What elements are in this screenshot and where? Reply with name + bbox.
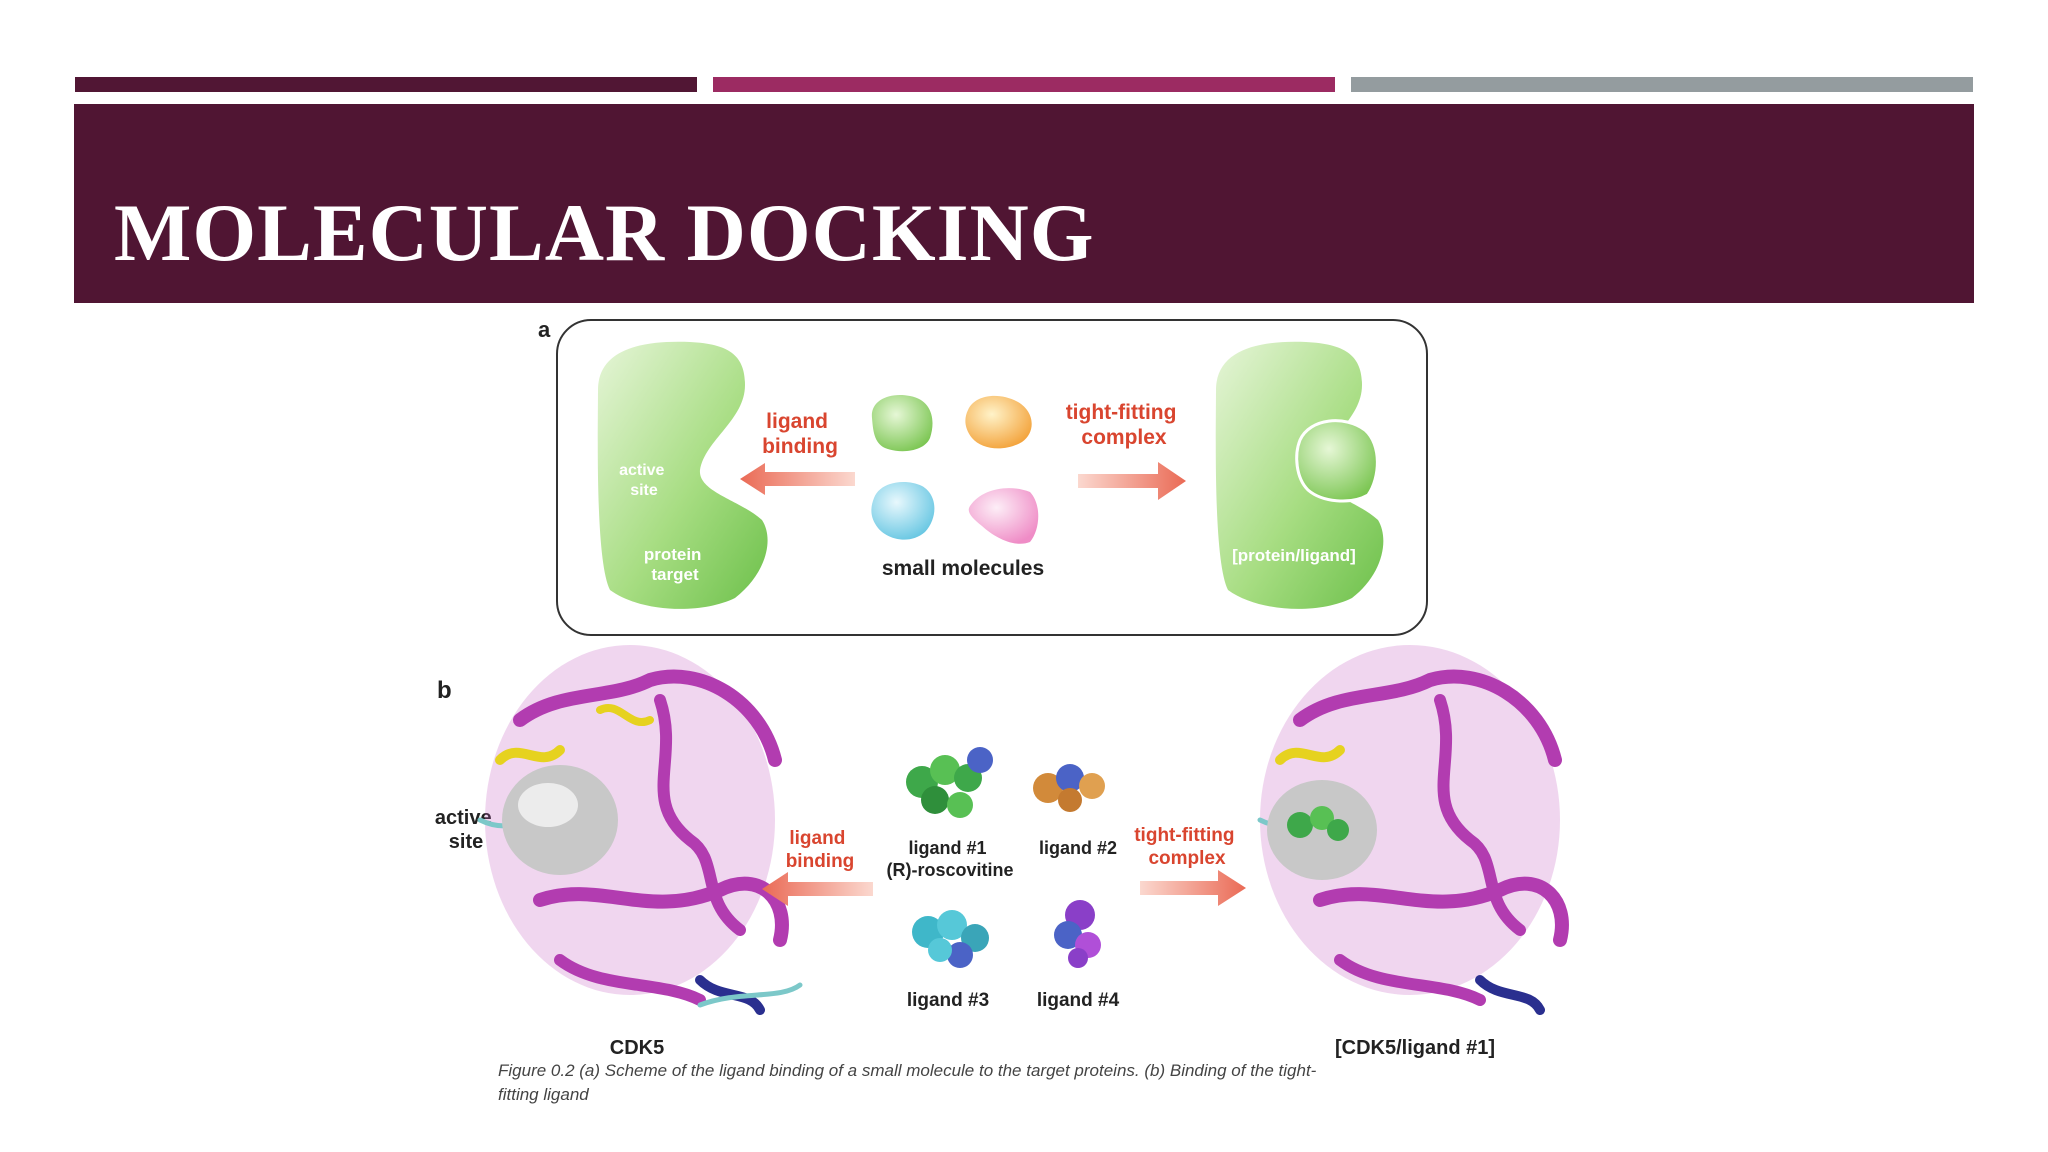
active-site-label: active site xyxy=(619,462,669,499)
ligand-binding-label: ligand binding xyxy=(762,410,838,458)
tight-fitting-label-b: tight-fitting complex xyxy=(1134,825,1240,869)
ligand-binding-label-b: ligand binding xyxy=(786,828,855,872)
ligand-1-molecule xyxy=(906,747,993,818)
cdk5-ligand-complex-structure: [CDK5/ligand #1] xyxy=(1257,645,1569,1059)
cdk5-ligand-complex-label: [CDK5/ligand #1] xyxy=(1335,1037,1495,1059)
accent-bar-gray xyxy=(1351,77,1973,92)
tight-fitting-label: tight-fitting complex xyxy=(1066,401,1183,449)
title-banner: MOLECULAR DOCKING xyxy=(74,104,1974,303)
complex-label: [protein/ligand] xyxy=(1232,546,1356,565)
ligand-4-molecule xyxy=(1054,900,1101,968)
panel-a-label: a xyxy=(538,317,551,342)
tight-fitting-arrow-b xyxy=(1140,870,1246,906)
ligand-3-label: ligand #3 xyxy=(907,990,989,1011)
cdk5-protein-structure: CDK5 xyxy=(477,645,803,1059)
ligand-1-label: ligand #1 (R)-roscovitine xyxy=(886,838,1013,880)
complex-ligand-shape xyxy=(1295,419,1379,503)
panel-a-frame xyxy=(556,319,1428,636)
caption-line-1: Figure 0.2 (a) Scheme of the ligand bind… xyxy=(498,1061,1317,1080)
ligand-4-label: ligand #4 xyxy=(1037,990,1120,1011)
accent-bar-dark xyxy=(75,77,697,92)
small-molecule-blue xyxy=(871,482,935,540)
cdk5-label: CDK5 xyxy=(610,1037,664,1059)
slide-title: MOLECULAR DOCKING xyxy=(114,187,1095,278)
ligand-binding-arrow-b xyxy=(762,872,873,906)
active-site-label-b: active site xyxy=(435,807,497,853)
small-molecule-pink xyxy=(968,488,1039,544)
tight-fitting-arrow xyxy=(1078,462,1186,500)
figure-caption: Figure 0.2 (a) Scheme of the ligand bind… xyxy=(498,1059,1398,1107)
small-molecule-orange xyxy=(965,395,1032,449)
protein-target-label: protein target xyxy=(644,545,706,584)
protein-target-shape xyxy=(597,341,768,609)
ligand-2-molecule xyxy=(1033,764,1105,812)
small-molecule-green xyxy=(871,394,933,452)
ligand-binding-arrow xyxy=(740,463,855,495)
small-molecules-label: small molecules xyxy=(882,557,1044,580)
accent-bar-magenta xyxy=(713,77,1335,92)
ligand-2-label: ligand #2 xyxy=(1039,838,1117,858)
panel-b-label: b xyxy=(437,677,452,704)
caption-line-2: fitting ligand xyxy=(498,1085,589,1104)
ligand-3-molecule xyxy=(912,910,989,968)
